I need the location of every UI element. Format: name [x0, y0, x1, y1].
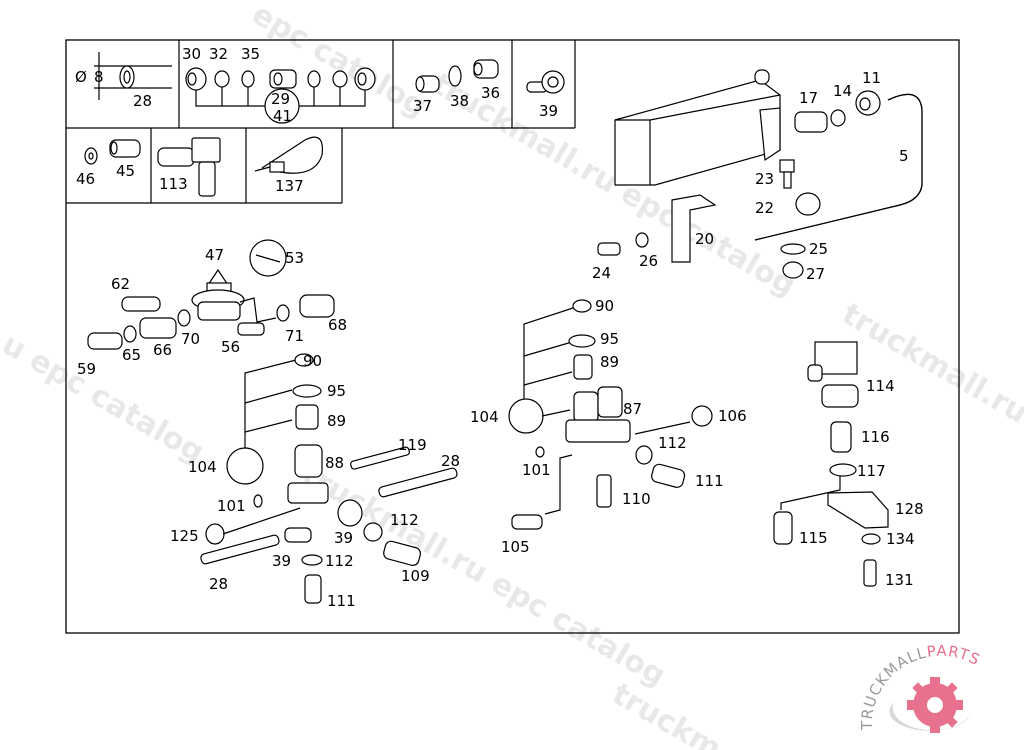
middle-valve-assembly: 90 95 89 104 87 106 112 101 111 110 105 — [470, 297, 747, 556]
callout-label: 24 — [592, 264, 611, 282]
callout-label: 53 — [285, 249, 304, 267]
callout-label: 26 — [639, 252, 658, 270]
callout-label: 114 — [866, 377, 895, 395]
callout-label: 30 — [182, 45, 201, 63]
callout-label: 112 — [390, 511, 419, 529]
callout-label: 56 — [221, 338, 240, 356]
callout-label: 95 — [327, 382, 346, 400]
callout-label: 22 — [755, 199, 774, 217]
callout-label: 87 — [623, 400, 642, 418]
truckmallparts-logo: TRUCKMALLPARTS — [858, 642, 982, 733]
tank-assembly: 17 14 11 5 23 22 20 24 26 25 27 — [592, 69, 923, 283]
callout-label: 111 — [695, 472, 724, 490]
inset-banjo-39: 39 — [526, 70, 565, 120]
callout-label: 11 — [862, 69, 881, 87]
inset-cable-tie-137: 137 — [254, 136, 323, 195]
callout-label: 35 — [241, 45, 260, 63]
callout-label: 90 — [595, 297, 614, 315]
callout-label: 37 — [413, 97, 432, 115]
callout-label: 45 — [116, 162, 135, 180]
callout-label: 36 — [481, 84, 500, 102]
diameter-symbol: Ø — [75, 68, 87, 86]
callout-label: 101 — [522, 461, 551, 479]
callout-label: 39 — [539, 102, 558, 120]
callout-label: 131 — [885, 571, 914, 589]
inset-fittings-set: 30 32 35 29 41 — [182, 45, 376, 125]
callout-label: 17 — [799, 89, 818, 107]
callout-label: 106 — [718, 407, 747, 425]
callout-label: 116 — [861, 428, 890, 446]
inset-elbow-113: 113 — [157, 137, 221, 197]
callout-label: 119 — [398, 436, 427, 454]
callout-label: 14 — [833, 82, 852, 100]
callout-label: 25 — [809, 240, 828, 258]
callout-label: 95 — [600, 330, 619, 348]
callout-label: 62 — [111, 275, 130, 293]
callout-label: 89 — [327, 412, 346, 430]
callout-label: 104 — [188, 458, 217, 476]
watermark: truckmall.ru e — [836, 297, 1024, 447]
callout-label: 111 — [327, 592, 356, 610]
callout-label: 137 — [275, 177, 304, 195]
callout-label: 128 — [895, 500, 924, 518]
callout-label: 112 — [658, 434, 687, 452]
callout-label: 88 — [325, 454, 344, 472]
callout-label: 38 — [450, 92, 469, 110]
callout-label: 101 — [217, 497, 246, 515]
callout-label: 39 — [272, 552, 291, 570]
callout-label: 70 — [181, 330, 200, 348]
callout-label: 68 — [328, 316, 347, 334]
callout-label: 115 — [799, 529, 828, 547]
left-valve-assembly: 90 95 89 104 88 119 28 101 125 39 112 10… — [170, 352, 460, 610]
callout-label: 104 — [470, 408, 499, 426]
callout-label: 39 — [334, 529, 353, 547]
inset-tube-dimension: Ø 8 28 — [75, 52, 172, 110]
callout-label: 117 — [857, 462, 886, 480]
callout-label: 28 — [133, 92, 152, 110]
callout-label: 71 — [285, 327, 304, 345]
callout-label: 89 — [600, 353, 619, 371]
callout-label: 134 — [886, 530, 915, 548]
callout-label: 125 — [170, 527, 199, 545]
circle-ref-label: 29 — [271, 90, 290, 108]
watermark: truckmall.ru epc catalog — [296, 457, 671, 694]
callout-label: 113 — [159, 175, 188, 193]
inset-boxes — [66, 40, 576, 204]
callout-label: 46 — [76, 170, 95, 188]
callout-label: 27 — [806, 265, 825, 283]
callout-label: 32 — [209, 45, 228, 63]
callout-label: 65 — [122, 346, 141, 364]
right-valve-assembly: 114 116 117 128 115 134 131 — [773, 341, 924, 589]
callout-label: 112 — [325, 552, 354, 570]
callout-label: 20 — [695, 230, 714, 248]
callout-label: 105 — [501, 538, 530, 556]
callout-label: 5 — [899, 147, 909, 165]
callout-label: 109 — [401, 567, 430, 585]
callout-label: 90 — [303, 352, 322, 370]
callout-label: 28 — [209, 575, 228, 593]
callout-label: 110 — [622, 490, 651, 508]
circle-ref-label: 41 — [273, 107, 292, 125]
inset-fittings-46-45: 46 45 — [76, 139, 141, 188]
callout-label: 59 — [77, 360, 96, 378]
callout-label: 23 — [755, 170, 774, 188]
watermark: truckm — [606, 677, 727, 750]
pressure-regulator-assembly: 47 53 62 59 65 66 70 56 71 68 — [77, 239, 347, 378]
callout-label: 66 — [153, 341, 172, 359]
callout-label: 47 — [205, 246, 224, 264]
callout-label: 28 — [441, 452, 460, 470]
gear-icon — [907, 677, 963, 733]
inset-fittings-37-38-36: 37 38 36 — [413, 59, 500, 115]
